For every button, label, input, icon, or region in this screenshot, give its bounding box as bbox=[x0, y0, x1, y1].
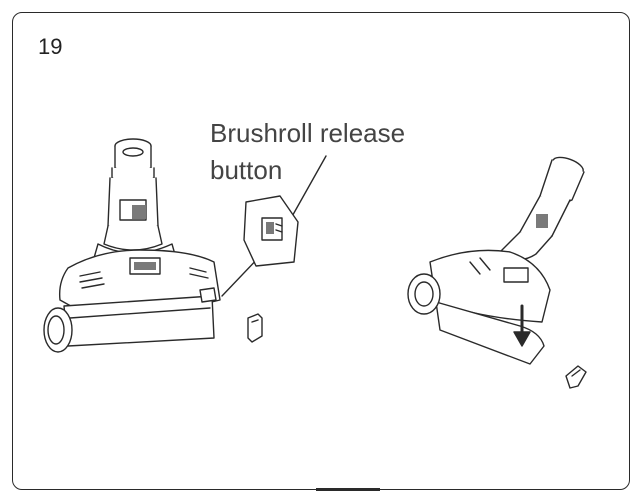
vacuum-head-tilted bbox=[407, 156, 585, 365]
vacuum-head-front bbox=[43, 138, 221, 353]
step-number: 19 bbox=[38, 34, 63, 59]
page-tab-marker bbox=[316, 488, 380, 491]
brushroll-release-callout: Brushroll release button bbox=[210, 115, 405, 189]
release-button-part-left bbox=[247, 313, 263, 343]
callout-line-1: Brushroll release bbox=[210, 118, 406, 148]
callout-line-2: button bbox=[210, 155, 283, 185]
callout-leader bbox=[221, 155, 327, 297]
release-button-part-right bbox=[565, 365, 587, 389]
